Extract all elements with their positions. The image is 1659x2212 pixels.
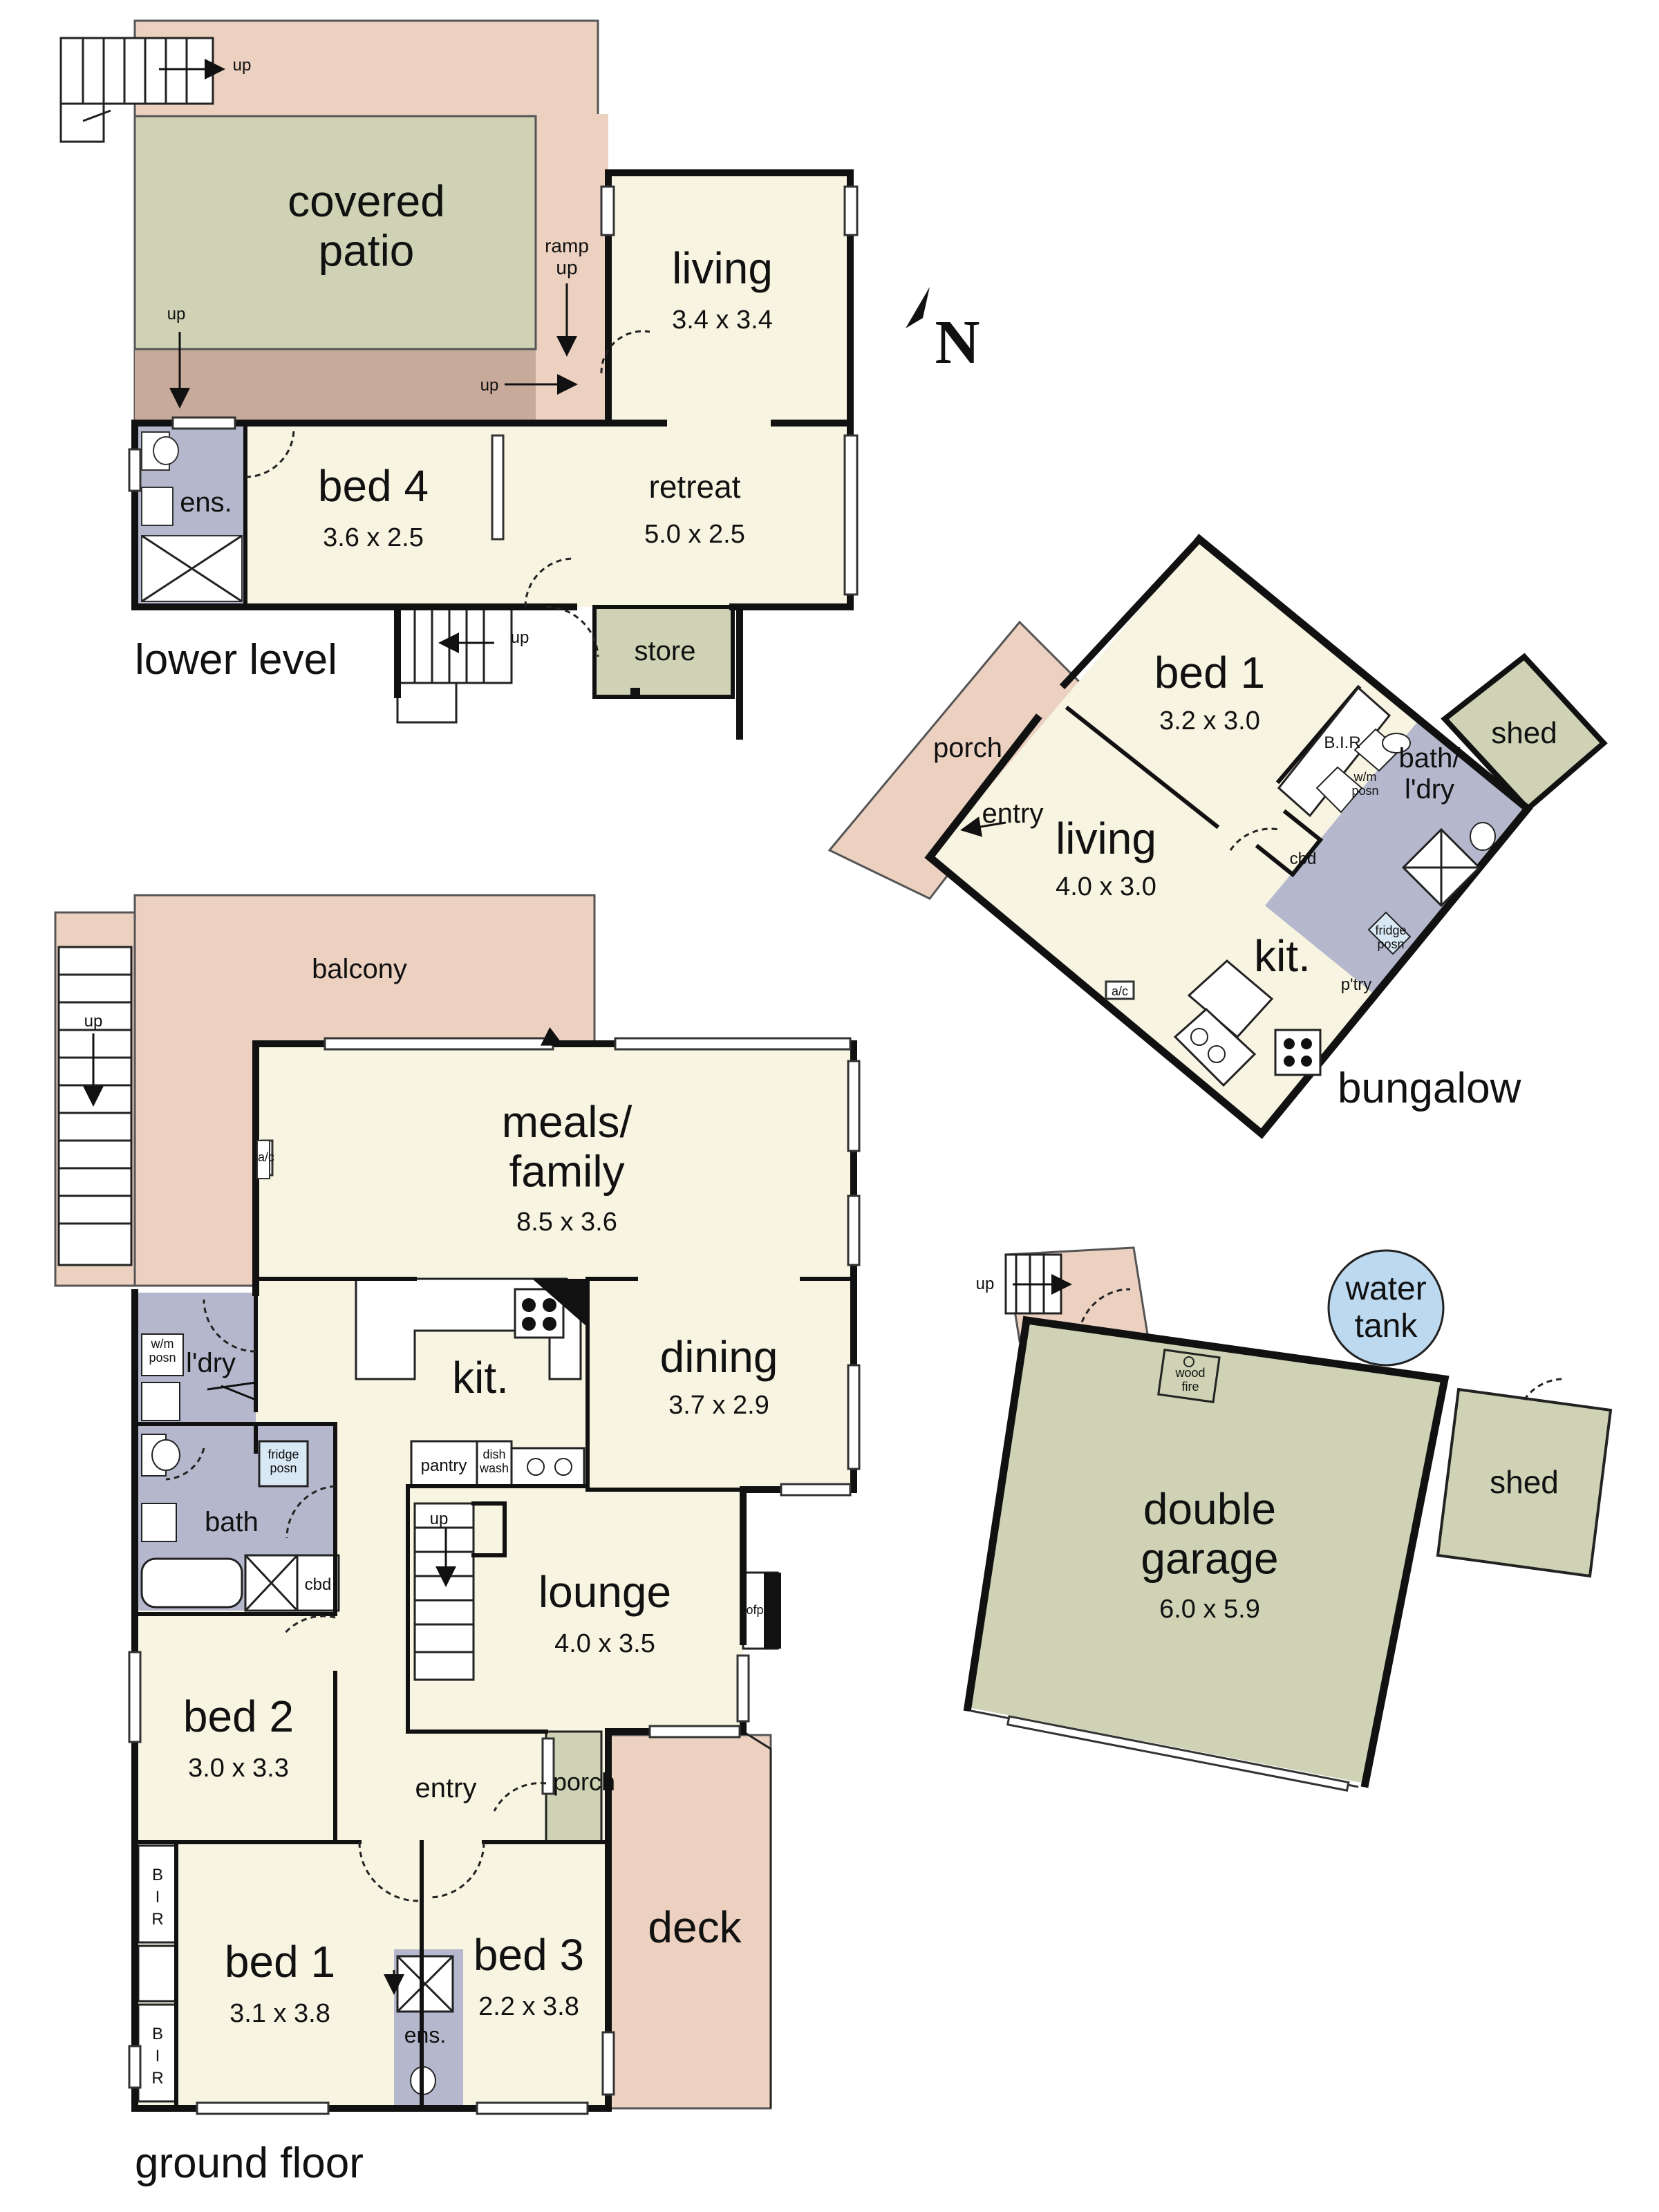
bungalow-kitchen-zone — [1265, 722, 1528, 995]
bungalow-living-dims: 4.0 x 3.0 — [1056, 872, 1156, 901]
gf-bed3-name: bed 3 — [474, 1930, 584, 1980]
bungalow-bed1-dims: 3.2 x 3.0 — [1159, 706, 1260, 735]
gf-bir-2-b: B — [152, 2025, 163, 2043]
garage-up-label: up — [976, 1275, 995, 1293]
gf-balcony-stair — [57, 946, 133, 1266]
lower-living-name: living — [672, 243, 773, 293]
lower-bed4-dims: 3.6 x 2.5 — [323, 523, 424, 552]
lower-level-plan — [59, 19, 859, 740]
gf-dining-dims: 3.7 x 2.9 — [668, 1391, 769, 1420]
lower-retreat-dims: 5.0 x 2.5 — [644, 520, 745, 549]
bungalow-kit-label: kit. — [1254, 931, 1311, 981]
gf-meals-family-name: meals/family — [502, 1097, 632, 1197]
gf-ldry-label: l'dry — [186, 1348, 236, 1378]
north-arrow-icon — [906, 287, 930, 328]
gf-bir-2-i: I — [156, 2047, 160, 2065]
gf-bir-1-b: B — [152, 1866, 163, 1884]
gf-bed1-dims: 3.1 x 3.8 — [229, 1999, 330, 2028]
gf-ofp-label: ofp — [746, 1603, 763, 1617]
lower-up-label-4: up — [511, 628, 529, 647]
gf-porch — [545, 1730, 603, 1844]
bungalow-cbd-label: cbd — [1290, 850, 1317, 868]
gf-pantry-label: pantry — [421, 1456, 467, 1475]
gf-bed2-name: bed 2 — [183, 1691, 294, 1741]
gf-lounge-dims: 4.0 x 3.5 — [554, 1629, 655, 1658]
lower-bottom-stair — [396, 606, 513, 724]
gf-stair-up-label: up — [430, 1510, 449, 1528]
bungalow-bath-ldry-label: bath/l'dry — [1399, 743, 1461, 805]
ground-floor-plan — [54, 894, 861, 2115]
garage-shed — [1436, 1387, 1613, 1578]
gf-deck-label: deck — [648, 1902, 742, 1952]
lower-ramp-side — [536, 114, 608, 423]
bungalow-living-name: living — [1056, 814, 1156, 863]
bungalow-shed-label: shed — [1491, 716, 1557, 750]
gf-bir-1-i: I — [156, 1888, 160, 1906]
gf-bir-2-r: R — [151, 2069, 163, 2088]
lower-up-label-1: up — [233, 56, 252, 75]
lower-up-label-2: up — [167, 305, 186, 324]
lower-store — [592, 605, 735, 699]
ground-floor-caption: ground floor — [135, 2139, 364, 2187]
lower-store-label: store — [635, 636, 696, 666]
gf-entry-label: entry — [415, 1773, 477, 1803]
bungalow-entry-label: entry — [982, 798, 1044, 829]
gf-ens-label: ens. — [404, 2023, 446, 2047]
bungalow-shed — [1441, 653, 1608, 813]
garage-plan — [963, 1246, 1613, 1792]
water-tank-icon — [1327, 1249, 1445, 1367]
bungalow-bed1-name: bed 1 — [1154, 648, 1265, 697]
garage-body — [968, 1320, 1445, 1783]
bungalow-ac-label: a/c — [1112, 984, 1128, 998]
gf-bath-label: bath — [205, 1507, 259, 1537]
garage-shed-label: shed — [1490, 1464, 1559, 1500]
bungalow-ptry-label: p'try — [1341, 975, 1372, 994]
gf-kit-label: kit. — [452, 1353, 509, 1403]
lower-interior — [135, 173, 850, 607]
bungalow-caption: bungalow — [1338, 1065, 1521, 1112]
covered-patio-area — [133, 115, 537, 350]
gf-balcony-label: balcony — [312, 954, 407, 984]
lower-level-caption: lower level — [135, 636, 337, 684]
gf-meals-family-dims: 8.5 x 3.6 — [516, 1208, 617, 1237]
gf-balcony-up-label: up — [84, 1012, 103, 1031]
lower-top-stair — [59, 37, 225, 143]
bungalow-plan — [827, 534, 1608, 1139]
garage-dims: 6.0 x 5.9 — [1159, 1595, 1260, 1624]
gf-dining-name: dining — [660, 1332, 778, 1382]
gf-main-stair — [413, 1502, 475, 1681]
gf-bir-1-r: R — [151, 1910, 163, 1929]
lower-up-label-3: up — [480, 376, 499, 395]
gf-porch-label: porch — [553, 1768, 615, 1796]
gf-lounge-name: lounge — [538, 1567, 671, 1617]
gf-ac-label: a/c — [258, 1150, 274, 1164]
north-label: N — [935, 308, 980, 377]
gf-cbd-label: cbd — [305, 1575, 332, 1594]
lower-living-dims: 3.4 x 3.4 — [672, 306, 773, 335]
bungalow-bir-label: B.I.R — [1324, 733, 1360, 752]
lower-bed4-name: bed 4 — [318, 461, 429, 511]
lower-ens-label: ens. — [180, 487, 232, 518]
lower-ramp-strip — [135, 349, 608, 423]
gf-bed1-name: bed 1 — [225, 1937, 335, 1987]
lower-retreat-name: retreat — [649, 469, 741, 505]
bungalow-porch-label: porch — [933, 733, 1002, 763]
gf-bed2-dims: 3.0 x 3.3 — [188, 1754, 289, 1783]
gf-bed3-dims: 2.2 x 3.8 — [478, 1992, 579, 2021]
